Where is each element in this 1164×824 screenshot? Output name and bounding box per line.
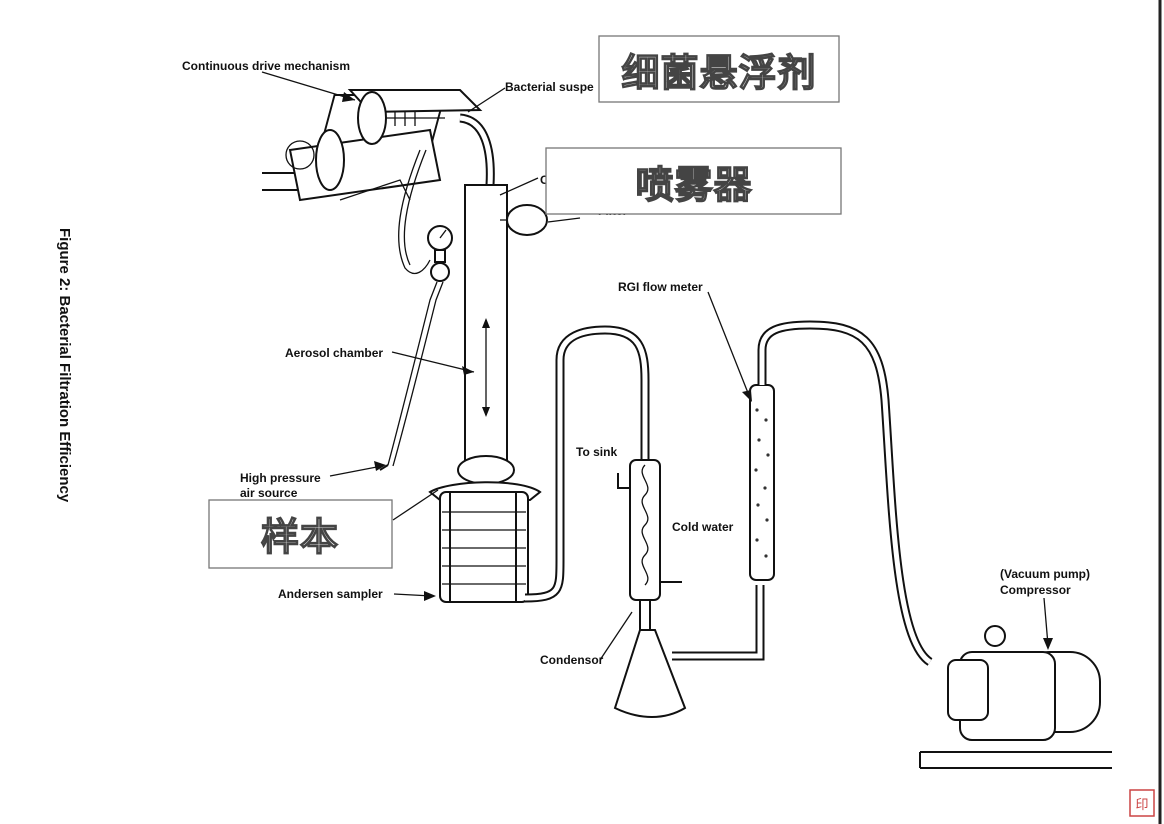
drive-mechanism xyxy=(262,89,483,202)
condenser xyxy=(613,459,687,718)
label-vacuum-2: Compressor xyxy=(1000,583,1071,597)
annotation-nebulizer-text: 喷雾器 xyxy=(635,162,752,207)
label-condensor: Condensor xyxy=(540,653,604,667)
annotation-sample: 样本 xyxy=(208,499,393,569)
label-rgi: RGI flow meter xyxy=(618,280,703,294)
andersen-sampler xyxy=(428,455,542,603)
label-andersen: Andersen sampler xyxy=(278,587,383,601)
annotation-nebulizer: 喷雾器 xyxy=(545,147,842,215)
label-partial-c: C xyxy=(540,173,549,187)
nebulizer-bulb xyxy=(506,204,548,236)
annotation-suspension-text: 细菌悬浮剂 xyxy=(621,50,816,95)
annotation-sample-text: 样本 xyxy=(261,514,339,559)
annotation-suspension: 细菌悬浮剂 xyxy=(598,35,840,103)
label-high-pressure-1: High pressure xyxy=(240,471,321,485)
label-suspension: Bacterial suspe xyxy=(505,80,594,94)
label-high-pressure-2: air source xyxy=(240,486,298,500)
label-drive: Continuous drive mechanism xyxy=(182,59,350,73)
seal-text: 印 xyxy=(1135,798,1148,813)
figure-title: Figure 2: Bacterial Filtration Efficienc… xyxy=(56,228,73,503)
label-to-sink: To sink xyxy=(576,445,617,459)
aerosol-chamber xyxy=(464,184,508,471)
rgi-flow-meter xyxy=(749,384,775,581)
pressure-gauge xyxy=(379,225,453,471)
seal-stamp: 印 xyxy=(1129,789,1155,817)
compressor xyxy=(919,625,1112,769)
label-aerosol-chamber: Aerosol chamber xyxy=(285,346,383,360)
label-cold-water: Cold water xyxy=(672,520,734,534)
label-vacuum-1: (Vacuum pump) xyxy=(1000,567,1090,581)
